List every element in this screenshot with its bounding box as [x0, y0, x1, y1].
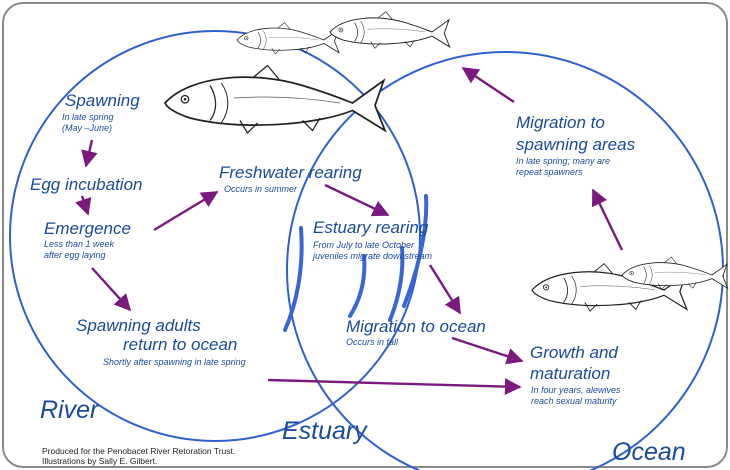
spawning-adults-title-1: Spawning adults: [76, 316, 201, 336]
freshwater-rearing-title: Freshwater rearing: [219, 163, 362, 183]
migration-ocean-sub: Occurs in fall: [346, 337, 398, 348]
spawning-adults-sub: Shortly after spawning in late spring: [103, 357, 246, 368]
egg-incubation-title: Egg incubation: [30, 175, 142, 195]
spawning-title: Spawning: [65, 91, 140, 111]
region-ocean: Ocean: [612, 438, 686, 467]
spawning-sub: In late spring (May –June): [62, 112, 114, 134]
emergence-sub: Less than 1 week after egg laying: [44, 239, 114, 261]
migration-spawning-sub: In late spring; many are repeat spawners: [516, 156, 610, 178]
region-estuary: Estuary: [282, 417, 367, 446]
freshwater-rearing-sub: Occurs in summer: [224, 184, 297, 195]
credits-text: Produced for the Penobacet River Retorat…: [42, 446, 235, 466]
spawning-adults-title-2: return to ocean: [123, 335, 237, 355]
migration-spawning-title: Migration to spawning areas: [516, 112, 635, 156]
estuary-rearing-title: Estuary rearing: [313, 218, 428, 238]
growth-title: Growth and maturation: [530, 342, 618, 384]
migration-ocean-title: Migration to ocean: [346, 317, 486, 337]
region-river: River: [40, 396, 98, 425]
growth-sub: In four years, alewives reach sexual mat…: [531, 385, 621, 407]
emergence-title: Emergence: [44, 219, 131, 239]
estuary-rearing-sub: From July to late October juveniles migr…: [313, 240, 432, 262]
